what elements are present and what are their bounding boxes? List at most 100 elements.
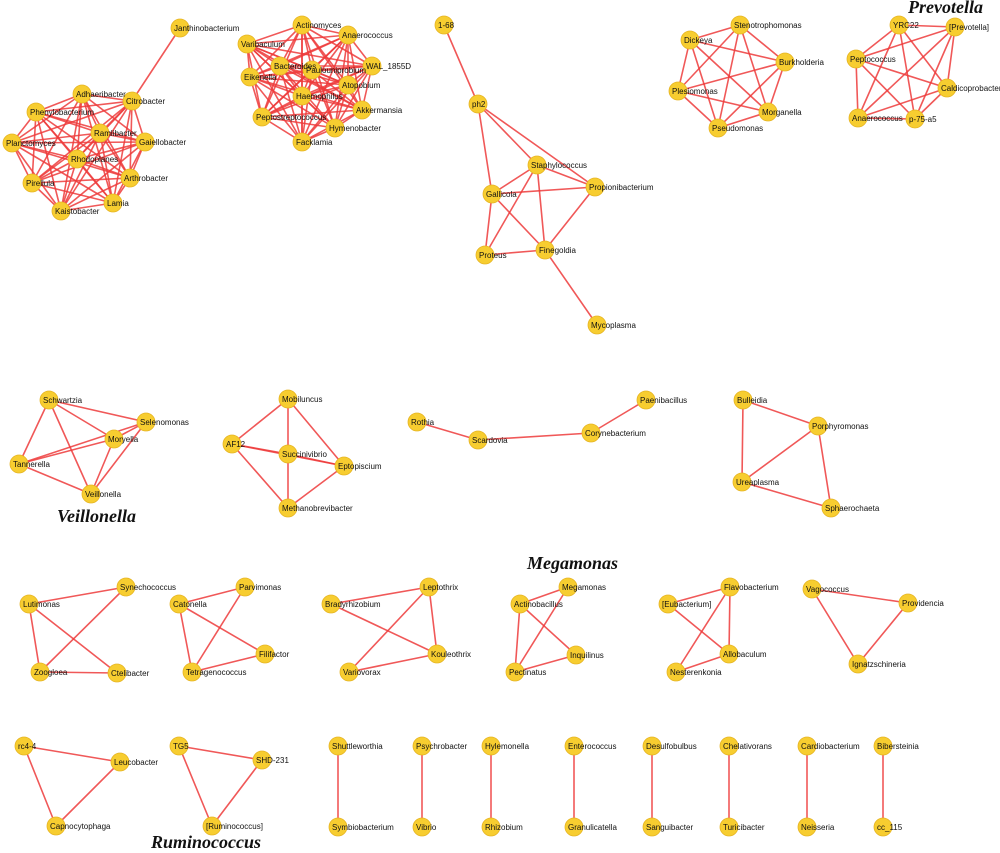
node-label-adhaeribacter: Adhaeribacter bbox=[76, 90, 126, 99]
edge-adhaeribacter-lamia bbox=[81, 93, 114, 204]
node-tetragenococcus bbox=[182, 662, 202, 682]
node-label-megamonas: Megamonas bbox=[562, 583, 606, 592]
edge-leptothrix-kouleothrix bbox=[428, 586, 438, 655]
node-label-1-68: 1-68 bbox=[438, 21, 455, 30]
edge-scardovia-corynebacterium bbox=[477, 432, 592, 441]
node-finegoldia bbox=[535, 240, 555, 260]
node-label-eikenella: Eikenella bbox=[244, 73, 277, 82]
edge-filifactor-tetragenococcus bbox=[191, 653, 266, 673]
edge-rhodoplanes-lamia bbox=[76, 158, 114, 204]
node-methanobrevibacter bbox=[278, 498, 298, 518]
edge-yrc22-anaerococcus bbox=[857, 24, 900, 119]
node-varibaculum bbox=[237, 34, 257, 54]
node-label-akkermansia: Akkermansia bbox=[356, 106, 403, 115]
labels: JanthinobacteriumCitrobacterAdhaeribacte… bbox=[6, 21, 1000, 832]
edge-peptococcus-p-75-a5 bbox=[855, 58, 916, 120]
edge-ramlibacter-lamia bbox=[99, 132, 114, 204]
node-label-moryella: Moryella bbox=[108, 435, 139, 444]
edge-ph2-staphylococcus bbox=[477, 103, 538, 166]
node-label-propionibacterium: Propionibacterium bbox=[589, 183, 654, 192]
edge-mobiluncus-eptopiscium bbox=[287, 398, 345, 467]
node-eptopiscium bbox=[334, 456, 354, 476]
node-label-vibrio: Vibrio bbox=[416, 823, 437, 832]
edge-ramlibacter-pirellula bbox=[31, 132, 101, 184]
node-haemophilus bbox=[292, 86, 312, 106]
edge-flavobacterium-allobaculum bbox=[728, 586, 731, 655]
node-label-bibersteinia: Bibersteinia bbox=[877, 742, 919, 751]
node-akkermansia bbox=[352, 100, 372, 120]
node-synechococcus bbox=[116, 577, 136, 597]
node-hylemonella bbox=[481, 736, 501, 756]
group-label-megamonas: Megamonas bbox=[527, 553, 619, 573]
node-rhodoplanes bbox=[67, 149, 87, 169]
node-label-inquilinus: Inquilinus bbox=[570, 651, 604, 660]
edge-stenotrophomonas-morganella bbox=[739, 24, 769, 113]
edge-corynebacterium-paenibacillus bbox=[590, 399, 647, 434]
edge-actinomyces-atopobium bbox=[301, 24, 349, 86]
node-label-rc4-4: rc4-4 bbox=[18, 742, 37, 751]
node-catonella bbox=[169, 594, 189, 614]
node-label-p-75-a5: p-75-a5 bbox=[909, 115, 937, 124]
edge-rc4-4-capnocytophaga bbox=[23, 745, 57, 827]
node-selenomonas bbox=[136, 412, 156, 432]
node-label-scardovia: Scardovia bbox=[472, 436, 508, 445]
node-label-shd-231: SHD-231 bbox=[256, 756, 289, 765]
edge-caldicoprobacter-anaerococcus bbox=[857, 87, 948, 119]
edge-leptothrix-variovorax bbox=[348, 586, 430, 673]
node-prevotella bbox=[945, 17, 965, 37]
node-label-anaerococcus: Anaerococcus bbox=[852, 114, 903, 123]
node-label-cc-115: cc_115 bbox=[877, 823, 903, 832]
edge-vagococcus-ignatzschineria bbox=[811, 588, 859, 665]
node-label-ph2: ph2 bbox=[472, 100, 486, 109]
edge-peptostreptococcus-hymenobacter bbox=[261, 116, 336, 129]
edge-bradyrhizobium-kouleothrix bbox=[330, 603, 438, 655]
edge-staphylococcus-propionibacterium bbox=[536, 164, 596, 188]
node-label-actinobacillus: Actinobacillus bbox=[514, 600, 563, 609]
node-caldicoprobacter bbox=[937, 78, 957, 98]
node-shd-231 bbox=[252, 750, 272, 770]
node-nesterenkonia bbox=[666, 662, 686, 682]
edge-actinobacillus-inquilinus bbox=[519, 603, 577, 656]
edge-eptopiscium-methanobrevibacter bbox=[287, 465, 345, 509]
node-label-rhizobium: Rhizobium bbox=[485, 823, 523, 832]
node-enterococcus bbox=[564, 736, 584, 756]
node-plesiomonas bbox=[668, 81, 688, 101]
edge-propionibacterium-finegoldia bbox=[544, 186, 596, 251]
node-label-hymenobacter: Hymenobacter bbox=[329, 124, 381, 133]
node-label-psychrobacter: Psychrobacter bbox=[416, 742, 467, 751]
node-lamia bbox=[103, 193, 123, 213]
node-cc-115 bbox=[873, 817, 893, 837]
node-schwartzia bbox=[39, 390, 59, 410]
node-kaistobacter bbox=[51, 201, 71, 221]
node-stenotrophomonas bbox=[730, 15, 750, 35]
edge-gallicola-propionibacterium bbox=[491, 186, 596, 195]
edge-parvimonas-tetragenococcus bbox=[191, 586, 246, 673]
node-veillonella bbox=[81, 484, 101, 504]
node-label-vagococcus: Vagococcus bbox=[806, 585, 849, 594]
node-atopobium bbox=[338, 75, 358, 95]
node-label-symbiobacterium: Symbiobacterium bbox=[332, 823, 394, 832]
node-label-tetragenococcus: Tetragenococcus bbox=[186, 668, 246, 677]
edge-selenomonas-veillonella bbox=[90, 421, 147, 495]
edge-af12-methanobrevibacter bbox=[231, 443, 289, 509]
node-label-chelativorans: Chelativorans bbox=[723, 742, 772, 751]
node-label-neisseria: Neisseria bbox=[801, 823, 835, 832]
node-label-yrc22: YRC22 bbox=[893, 21, 919, 30]
edge-peptococcus-caldicoprobacter bbox=[855, 58, 948, 89]
edge-leucobacter-capnocytophaga bbox=[55, 761, 121, 827]
edge-anaerococcus-p-75-a5 bbox=[857, 117, 916, 120]
edge-arthrobacter-kaistobacter bbox=[60, 177, 131, 212]
node-yrc22 bbox=[889, 15, 909, 35]
node-label-ramlibacter: Ramlibacter bbox=[94, 129, 137, 138]
node-label-lutimonas: Lutimonas bbox=[23, 600, 60, 609]
node-gaiellobacter bbox=[135, 132, 155, 152]
edge-finegoldia-proteus bbox=[484, 249, 546, 256]
edge-succinivibrio-eptopiscium bbox=[287, 453, 345, 467]
node-peptococcus bbox=[846, 49, 866, 69]
node-label-porphyromonas: Porphyromonas bbox=[812, 422, 868, 431]
node-label-citrobacter: Citrobacter bbox=[126, 97, 165, 106]
node-label-wal-1855d: WAL_1855D bbox=[366, 62, 411, 71]
edge-plesiomonas-morganella bbox=[677, 90, 769, 113]
node-tg5 bbox=[169, 736, 189, 756]
node-leucobacter bbox=[110, 752, 130, 772]
